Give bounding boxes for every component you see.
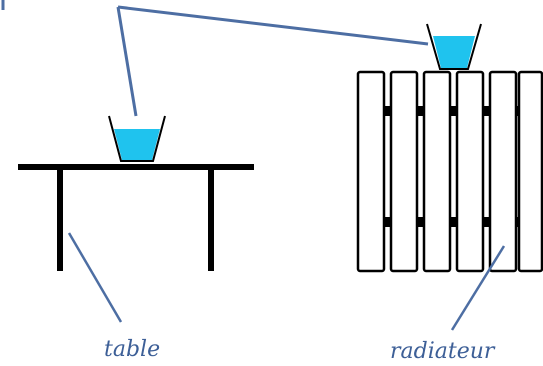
radiator-fins: [356, 70, 543, 273]
leader-line-to-radiator-cup: [117, 5, 429, 46]
leader-line-to-table-cup: [116, 6, 138, 117]
radiator-fin: [517, 70, 543, 273]
radiator-fin: [455, 70, 485, 273]
radiator-fin: [422, 70, 452, 273]
cup-on-table: [108, 115, 166, 162]
table-icon: [18, 164, 254, 271]
cup-on-radiator: [426, 23, 482, 70]
cup-outline: [426, 23, 482, 70]
radiator-fin: [488, 70, 518, 273]
cup-outline: [108, 115, 166, 162]
table-label-pointer: [67, 232, 123, 323]
table-label: table: [104, 337, 160, 362]
cup-leader-lines: [1, 0, 429, 117]
cup-water: [433, 36, 475, 68]
radiator-label-pointer: [450, 245, 506, 331]
radiator-fin: [356, 70, 386, 273]
cup-water: [114, 129, 160, 160]
radiator-icon: [356, 70, 543, 273]
radiator-label: radiateur: [390, 339, 496, 364]
radiator-fin: [389, 70, 419, 273]
